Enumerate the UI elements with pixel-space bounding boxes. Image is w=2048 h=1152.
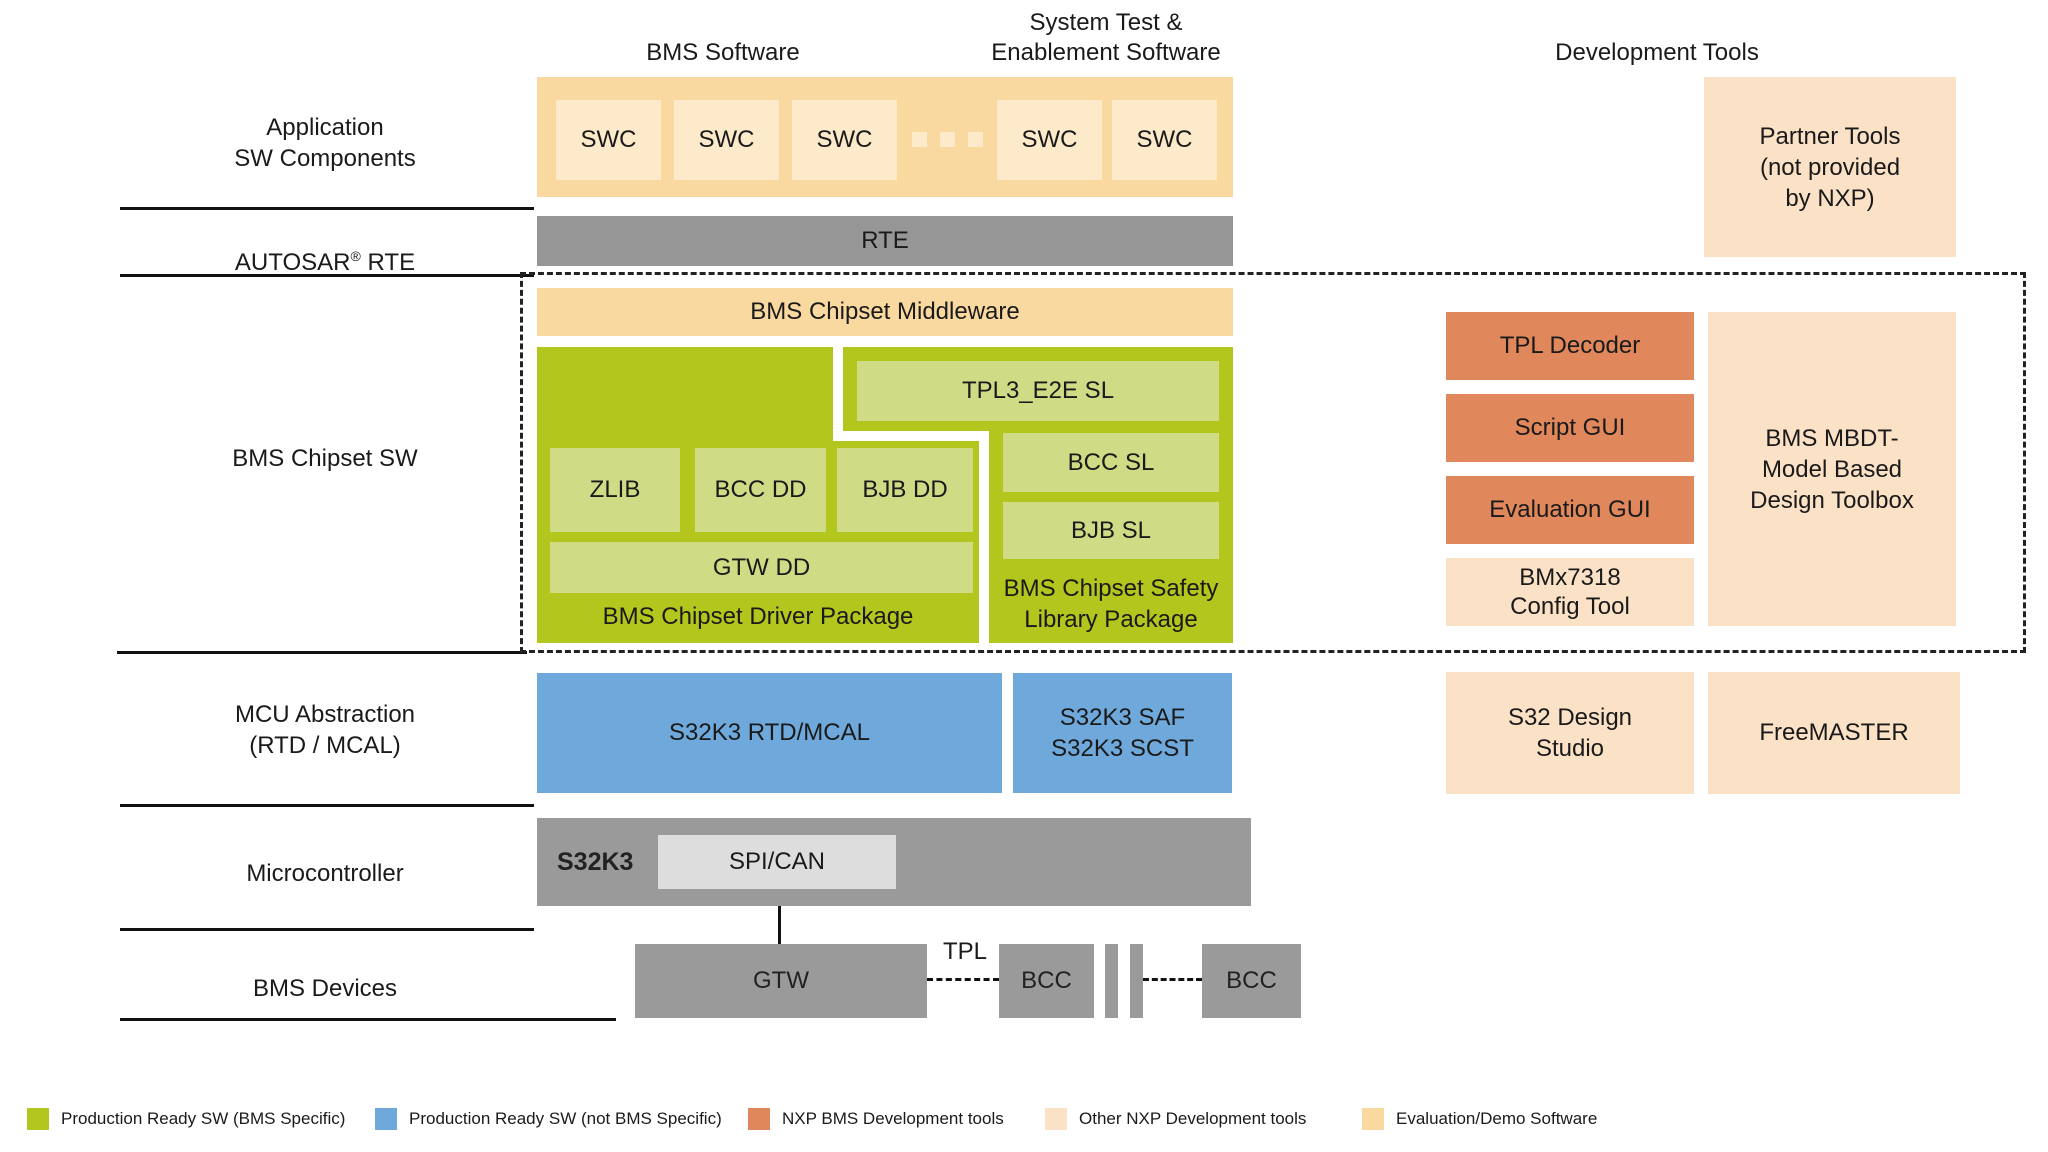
- legend-item: Evaluation/Demo Software: [1362, 1108, 1597, 1130]
- device-chain-continuation-bar: [1105, 944, 1118, 1018]
- header-system-test-line2: Enablement Software: [991, 39, 1221, 66]
- header-development-tools: Development Tools: [1555, 39, 1759, 66]
- swc-box: SWC: [997, 100, 1102, 180]
- divider-application: [120, 207, 534, 210]
- safety-package-label: BMS Chipset Safety Library Package: [1003, 575, 1219, 633]
- bjb-dd-box: BJB DD: [837, 448, 973, 532]
- mbdt-box: BMS MBDT- Model Based Design Toolbox: [1708, 312, 1956, 626]
- legend-label: Other NXP Development tools: [1079, 1109, 1307, 1128]
- divider-microcontroller: [120, 928, 534, 931]
- zlib-box: ZLIB: [550, 448, 680, 532]
- swc-box: SWC: [792, 100, 897, 180]
- middleware-bar: BMS Chipset Middleware: [537, 288, 1233, 336]
- script-gui-box: Script GUI: [1446, 394, 1694, 462]
- legend-label: Production Ready SW (BMS Specific): [61, 1109, 346, 1128]
- row-label-mcu-abstraction: MCU Abstraction (RTD / MCAL): [234, 701, 416, 759]
- swc-box: SWC: [674, 100, 779, 180]
- tpl-link-dashed-line: [1143, 978, 1202, 981]
- swc-ellipsis-dot: [940, 132, 955, 147]
- bmx7318-config-tool-box: BMx7318 Config Tool: [1446, 558, 1694, 626]
- legend-swatch-eval-demo: [1362, 1108, 1384, 1130]
- bcc-dd-box: BCC DD: [695, 448, 826, 532]
- swc-box: SWC: [556, 100, 661, 180]
- partner-tools-box: Partner Tools (not provided by NXP): [1704, 77, 1956, 257]
- divider-mcu: [120, 804, 534, 807]
- swc-box: SWC: [1112, 100, 1217, 180]
- divider-chipset: [117, 651, 527, 654]
- swc-ellipsis-dot: [968, 132, 983, 147]
- device-chain-continuation-bar: [1130, 944, 1143, 1018]
- registered-mark: ®: [350, 248, 361, 264]
- s32k3-saf-scst-box: S32K3 SAF S32K3 SCST: [1013, 673, 1232, 793]
- evaluation-gui-box: Evaluation GUI: [1446, 476, 1694, 544]
- freemaster-box: FreeMASTER: [1708, 672, 1960, 794]
- tpl-link-label: TPL: [942, 938, 987, 965]
- row-label-microcontroller: Microcontroller: [246, 860, 404, 887]
- swc-ellipsis-dot: [912, 132, 927, 147]
- row-label-bms-devices: BMS Devices: [252, 975, 398, 1002]
- driver-package-top: [537, 347, 833, 441]
- gtw-dd-box: GTW DD: [550, 542, 973, 593]
- legend-swatch-other-nxp-tools: [1045, 1108, 1067, 1130]
- legend-swatch-nxp-bms-tools: [748, 1108, 770, 1130]
- divider-devices: [120, 1018, 616, 1021]
- spi-can-box: SPI/CAN: [658, 835, 896, 889]
- s32-design-studio-box: S32 Design Studio: [1446, 672, 1694, 794]
- row-label-bms-chipset-sw: BMS Chipset SW: [232, 445, 418, 472]
- tpl-link-dashed-line: [927, 978, 999, 981]
- legend-item: Production Ready SW (not BMS Specific): [375, 1108, 722, 1130]
- chipset-dashed-region: [520, 272, 2026, 653]
- row-label-application: Application SW Components: [234, 114, 416, 172]
- legend-swatch-production-not-bms: [375, 1108, 397, 1130]
- legend-label: Evaluation/Demo Software: [1396, 1109, 1598, 1128]
- tpl3-e2e-sl-box: TPL3_E2E SL: [857, 361, 1219, 421]
- bjb-sl-box: BJB SL: [1003, 502, 1219, 559]
- legend-label: NXP BMS Development tools: [782, 1109, 1004, 1128]
- header-bms-software: BMS Software: [646, 39, 800, 66]
- bcc-device-box: BCC: [999, 944, 1094, 1018]
- legend-swatch-production-bms: [27, 1108, 49, 1130]
- legend-item: Production Ready SW (BMS Specific): [27, 1108, 345, 1130]
- driver-package-label: BMS Chipset Driver Package: [602, 603, 914, 630]
- s32k3-rtd-mcal-box: S32K3 RTD/MCAL: [537, 673, 1002, 793]
- legend-item: Other NXP Development tools: [1045, 1108, 1306, 1130]
- header-system-test-line1: System Test &: [1029, 9, 1183, 36]
- spi-can-connector-line: [778, 906, 781, 944]
- bcc-device-box: BCC: [1202, 944, 1301, 1018]
- legend-label: Production Ready SW (not BMS Specific): [409, 1109, 722, 1128]
- tpl-decoder-box: TPL Decoder: [1446, 312, 1694, 380]
- gtw-device-box: GTW: [635, 944, 927, 1018]
- legend-item: NXP BMS Development tools: [748, 1108, 1004, 1130]
- s32k3-chip-label: S32K3: [557, 848, 634, 876]
- divider-autosar: [120, 274, 534, 277]
- row-label-autosar-rte: AUTOSAR® RTE: [234, 248, 416, 276]
- rte-bar: RTE: [537, 216, 1233, 266]
- header-system-test: System Test & Enablement Software: [926, 8, 1286, 68]
- bcc-sl-box: BCC SL: [1003, 433, 1219, 492]
